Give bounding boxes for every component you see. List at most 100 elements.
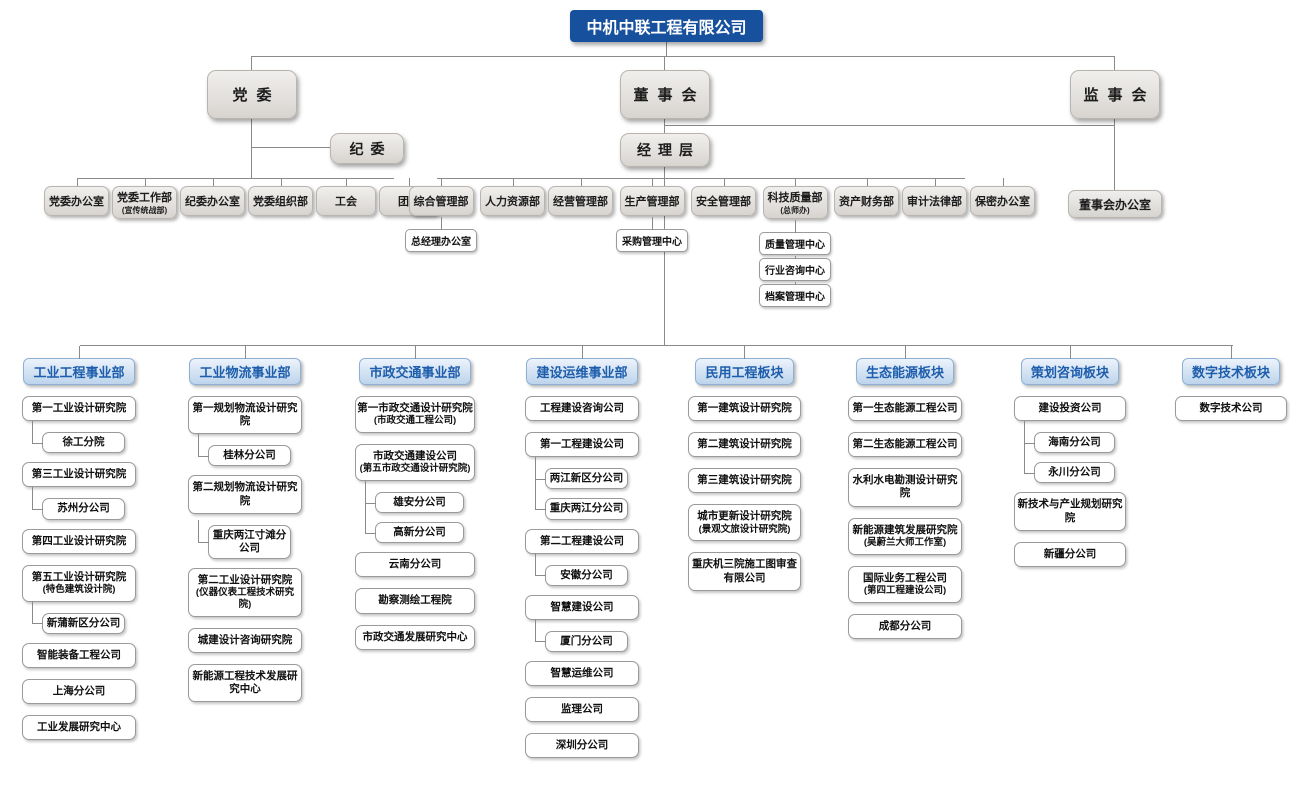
division-column: 工业工程事业部第一工业设计研究院徐工分院第三工业设计研究院苏州分公司第四工业设计… [22,346,136,751]
unit-box: 市政交通发展研究中心 [355,624,475,650]
unit-label: 建设投资公司 [1038,402,1102,414]
unit-label: 第二工程建设公司 [540,534,624,547]
unit-sub-label: (景观文旅设计研究院) [698,523,791,535]
connector-line [212,178,214,186]
unit-label: 深圳分公司 [555,739,609,752]
department-box: 人力资源部 [480,186,545,216]
unit-box: 监理公司 [525,697,639,723]
connector-line [904,346,906,359]
company-name: 中机中联工程有限公司 [586,20,747,37]
unit-label: 第三工业设计研究院 [31,468,127,481]
unit-box: 第一工业设计研究院 [22,396,136,422]
division-header-label: 工业工程事业部 [33,365,125,380]
unit-box: 第四工业设计研究院 [22,528,136,554]
department-label: 党委组织部 [253,196,308,208]
unit-label: 数字技术公司 [1199,402,1263,414]
unit-label: 城市更新设计研究院 [697,510,792,523]
connector-line [346,178,347,186]
division-column: 策划咨询板块建设投资公司海南分公司永川分公司新技术与产业规划研究院新疆分公司 [1014,346,1126,578]
department-label: 人力资源部 [485,196,540,208]
branch-office-box: 雄安分公司 [365,480,464,514]
department-group: 资产财务部 [834,178,899,216]
department-label: 资产财务部 [839,196,894,208]
unit-label: 新蒲新区分公司 [46,616,121,629]
unit-label: 苏州分公司 [57,502,110,515]
connector-line [441,178,442,186]
division-header-label: 工业物流事业部 [199,365,291,380]
connector-line [664,125,1114,126]
division-header-label: 建设运维事业部 [536,365,628,380]
department-group: 党委组织部 [248,178,313,216]
division-header: 建设运维事业部 [526,346,638,385]
unit-box: 新疆分公司 [1014,541,1126,567]
sub-center-box: 总经理办公室 [405,217,477,252]
division-column: 生态能源板块第一生态能源工程公司第二生态能源工程公司水利水电勘测设计研究院新能源… [848,346,962,650]
unit-sub-label: (第五市政交通设计研究院) [359,463,471,475]
connector-line [251,56,1115,57]
division-header-label: 市政交通事业部 [369,365,461,380]
unit-box: 第一市政交通设计研究院(市政交通工程公司) [355,396,475,433]
unit-label: 第四工业设计研究院 [31,534,127,547]
unit-box: 第三建筑设计研究院 [688,468,801,494]
division-column: 工业物流事业部第一规划物流设计研究院桂林分公司第二规划物流设计研究院重庆两江寸滩… [188,346,302,713]
department-box: 审计法律部 [902,186,967,216]
department-group: 保密办公室 [970,178,1035,216]
unit-sub-label: (特色建筑设计院) [42,583,116,595]
sub-center-box: 行业咨询中心 [759,256,831,281]
department-box: 纪委办公室 [180,186,245,216]
department-label: 党委工作部 [117,192,172,204]
unit-label: 工业发展研究中心 [37,721,121,733]
management-layer-label: 经理层 [637,142,700,158]
division-column: 市政交通事业部第一市政交通设计研究院(市政交通工程公司) 市政交通建设公司(第五市… [355,346,475,661]
department-group: 党委工作部(宣传统战部) [112,178,177,219]
unit-sub-label: (第四工程建设公司) [863,584,947,596]
department-box: 安全管理部 [691,186,756,216]
department-group: 生产管理部采购管理中心 [616,178,688,252]
unit-label: 厦门分公司 [560,634,613,647]
unit-label: 智能装备工程公司 [37,648,121,661]
connector-line [1230,346,1232,359]
division-header: 生态能源板块 [855,346,954,385]
sub-center-box: 档案管理中心 [759,282,831,307]
department-box: 党委组织部 [248,186,313,216]
unit-box: 勘察测绘工程院 [355,588,475,614]
unit-box: 上海分公司 [22,678,136,704]
branch-office-box: 桂林分公司 [198,433,291,467]
unit-box: 智能装备工程公司 [22,642,136,668]
department-label: 生产管理部 [624,196,680,208]
unit-label: 市政交通建设公司 [373,450,457,462]
unit-label: 第一生态能源工程公司 [852,402,958,414]
connector-line [251,147,331,148]
unit-box: 深圳分公司 [525,733,639,759]
branch-office-box: 高新分公司 [365,502,464,544]
connector-line [1114,56,1115,70]
connector-line [80,345,1233,346]
division-header: 工业物流事业部 [189,346,301,385]
department-label: 经营管理部 [553,196,608,208]
department-group: 人力资源部 [480,178,545,216]
division-header: 数字技术板块 [1181,346,1280,385]
connector-line [251,56,252,70]
unit-label: 智慧建设公司 [550,600,614,613]
connector-line [409,178,410,186]
branch-office-box: 苏州分公司 [32,486,125,520]
department-group: 安全管理部 [691,178,756,216]
unit-label: 云南分公司 [388,558,442,571]
unit-box: 工业发展研究中心 [22,715,136,741]
unit-label: 市政交通发展研究中心 [362,630,468,643]
connector-line [78,178,394,179]
department-label: 党委办公室 [49,196,104,208]
unit-sub-label: (吴蔚兰大师工作室) [863,536,947,548]
unit-box: 第二工业设计研究院(仪器仪表工程技术研究院) [188,567,302,617]
unit-label: 徐工分院 [62,436,105,449]
discipline-committee-box: 纪委 [330,133,404,164]
unit-label: 雄安分公司 [393,496,446,508]
unit-label: 第一工业设计研究院 [31,402,127,414]
connector-line [76,178,78,186]
connector-line [723,178,725,186]
unit-label: 新疆分公司 [1043,547,1097,560]
department-group: 党委办公室 [44,178,109,216]
board-office-box: 董事会办公室 [1068,190,1162,218]
department-box: 生产管理部 [619,186,685,216]
